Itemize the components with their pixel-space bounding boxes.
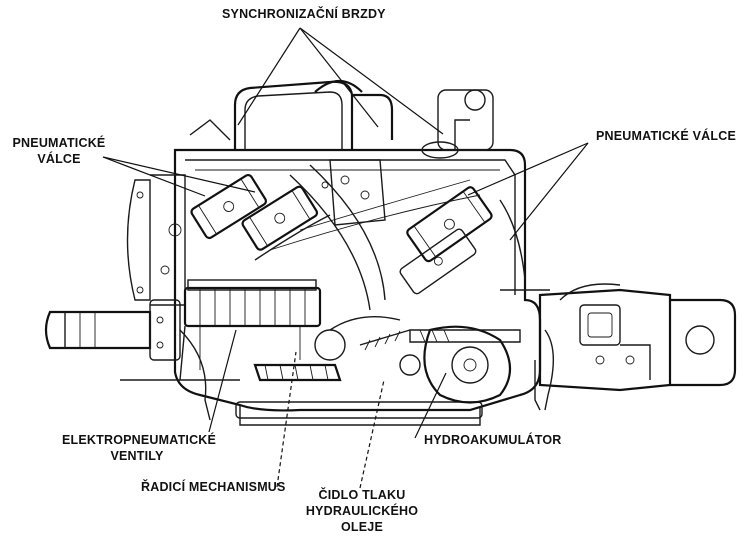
label-pneumaticke-valce-left: PNEUMATICKÉ VÁLCE bbox=[7, 135, 111, 167]
external-pipes bbox=[120, 289, 550, 421]
label-cidlo-line2: HYDRAULICKÉHO bbox=[305, 504, 419, 518]
shift-mechanism bbox=[253, 315, 401, 382]
label-elektropneumaticke-line1: ELEKTROPNEUMATICKÉ bbox=[62, 433, 217, 447]
left-pneumatic-cylinders bbox=[190, 173, 331, 261]
label-radici-mechanismus: ŘADICÍ MECHANISMUS bbox=[141, 480, 286, 494]
hydraulic-accumulator bbox=[359, 325, 521, 404]
electropneumatic-valve-block bbox=[179, 279, 322, 381]
center-cover bbox=[269, 159, 481, 311]
label-pneumaticke-valce-left-line1: PNEUMATICKÉ bbox=[12, 136, 106, 150]
label-cidlo-tlaku: ČIDLO TLAKU HYDRAULICKÉHO OLEJE bbox=[300, 487, 424, 535]
label-elektropneumaticke-ventily: ELEKTROPNEUMATICKÉ VENTILY bbox=[62, 432, 217, 464]
label-hydroakumulator: HYDROAKUMULÁTOR bbox=[424, 433, 562, 447]
label-cidlo-line3: OLEJE bbox=[341, 520, 383, 534]
label-pneumaticke-valce-left-line2: VÁLCE bbox=[37, 152, 81, 166]
leader-lines bbox=[102, 27, 589, 489]
label-cidlo-line1: ČIDLO TLAKU bbox=[318, 488, 406, 502]
right-pneumatic-cylinders bbox=[399, 186, 526, 295]
label-elektropneumaticke-line2: VENTILY bbox=[110, 449, 164, 463]
label-pneumaticke-valce-right: PNEUMATICKÉ VÁLCE bbox=[596, 129, 736, 143]
left-flange bbox=[126, 174, 186, 306]
label-synchronizacni-brzdy: SYNCHRONIZAČNÍ BRZDY bbox=[222, 7, 386, 21]
left-motor bbox=[44, 299, 181, 361]
synchronization-brakes bbox=[189, 79, 494, 159]
right-output-housing bbox=[538, 283, 737, 411]
